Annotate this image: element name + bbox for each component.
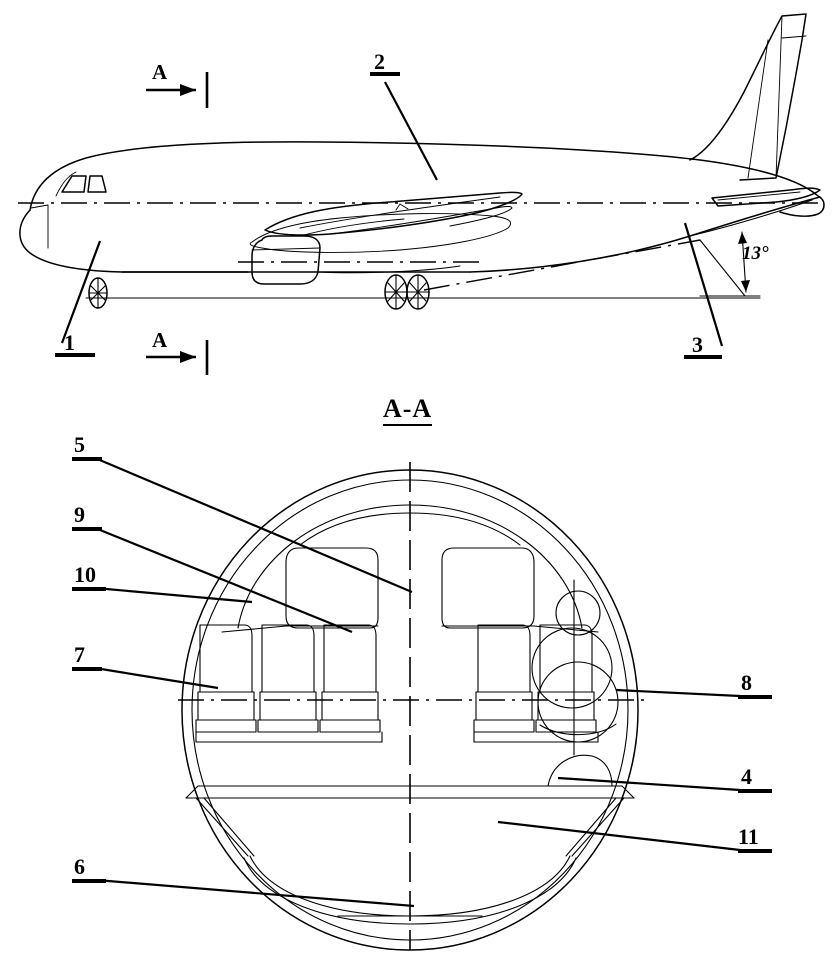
callout-label-10: 10 xyxy=(74,562,96,587)
side-view-group xyxy=(18,13,825,375)
callout-label-3: 3 xyxy=(692,332,703,357)
fin-front-spar xyxy=(747,39,769,179)
cargo-strut-left-b xyxy=(203,797,255,857)
fuselage-inner-frame xyxy=(191,479,629,941)
cargo-strut-left xyxy=(195,797,249,857)
windshield-frame xyxy=(55,171,77,197)
leader-line-6 xyxy=(95,878,415,908)
nacelle-pylon-lower xyxy=(317,265,461,274)
seat-back-left-2 xyxy=(261,624,315,693)
nose-landing-gear xyxy=(88,277,108,309)
seat-base-right-2 xyxy=(535,719,597,733)
wing-spar-line xyxy=(299,196,501,229)
manikin-hip xyxy=(537,661,619,743)
fin-tip-detail xyxy=(781,35,807,39)
cargo-hold-outer-shell xyxy=(243,857,577,925)
tail-clearance-line xyxy=(423,239,701,291)
nose-radome-tip xyxy=(30,204,49,209)
section-marker-a-bottom: A xyxy=(152,328,168,352)
leader-line-8 xyxy=(615,688,741,698)
section-view-group xyxy=(72,456,772,951)
seat-base-right-1 xyxy=(473,719,535,733)
leader-line-3 xyxy=(683,222,724,347)
seat-group-left xyxy=(195,624,383,743)
callout-label-1: 1 xyxy=(64,330,75,355)
seat-base-left-3 xyxy=(319,719,381,733)
callout-label-5: 5 xyxy=(74,432,85,457)
horizontal-stabilizer-hinge xyxy=(717,191,801,201)
cockpit-window-1 xyxy=(61,175,87,193)
seat-back-left-3 xyxy=(323,624,377,693)
manikin-torso xyxy=(531,627,613,709)
section-view-title: A-A xyxy=(383,396,433,426)
fuselage-upper-contour xyxy=(29,141,819,211)
wing-planform xyxy=(264,191,523,236)
callout-label-4: 4 xyxy=(741,764,752,789)
under-floor-stowage-arc xyxy=(547,754,613,787)
floor-edge-right xyxy=(621,785,635,799)
manikin-head xyxy=(555,590,601,636)
seat-cushion-right-1 xyxy=(475,691,533,721)
section-marker-a-top: A xyxy=(152,60,168,84)
fuselage-outer-skin xyxy=(181,469,639,951)
cabin-ceiling-panel xyxy=(299,512,521,546)
section-arrow-top xyxy=(146,72,209,108)
fuselage-nose-lower-contour xyxy=(19,209,249,273)
seat-group-right xyxy=(473,624,599,743)
seat-back-left-1 xyxy=(199,624,253,693)
main-landing-gear xyxy=(384,274,430,310)
callout-label-9: 9 xyxy=(74,502,85,527)
seat-back-right-2 xyxy=(539,624,593,693)
callout-label-2: 2 xyxy=(374,49,385,74)
section-arrow-bottom xyxy=(146,340,209,375)
engine-nacelle xyxy=(251,235,321,285)
angle-construction-line-b xyxy=(689,199,813,237)
tail-cone xyxy=(779,195,825,217)
callout-label-7: 7 xyxy=(74,642,85,667)
leader-line-10 xyxy=(94,586,253,604)
angle-annotation-label: 13° xyxy=(742,243,769,264)
manikin-legs xyxy=(539,723,617,736)
seat-cushion-left-3 xyxy=(321,691,379,721)
vertical-stabilizer xyxy=(689,13,807,181)
seat-base-left-1 xyxy=(195,719,257,733)
nacelle-inlet-lip xyxy=(251,247,321,251)
cargo-strut-right xyxy=(571,797,625,857)
fin-rudder-hinge-line xyxy=(775,15,783,179)
fuselage-aft-upsweep xyxy=(469,196,821,273)
leader-line-4 xyxy=(557,776,741,792)
wing-flap-outline xyxy=(249,213,512,253)
sidewall-panel-left xyxy=(221,625,287,633)
horizontal-stabilizer xyxy=(711,187,821,207)
engine-pylon xyxy=(299,218,405,237)
cockpit-window-2 xyxy=(87,175,107,193)
overhead-bin-right xyxy=(441,547,535,629)
wing-fence xyxy=(395,203,409,211)
cargo-strut-right-b xyxy=(565,797,617,857)
floor-edge-left xyxy=(185,785,199,799)
callout-label-6: 6 xyxy=(74,854,85,879)
angle-arrow-head-bottom xyxy=(741,280,750,292)
leader-line-11 xyxy=(497,820,741,852)
callout-label-8: 8 xyxy=(741,670,752,695)
leader-line-5 xyxy=(94,456,413,594)
seat-back-right-1 xyxy=(477,624,531,693)
leader-line-7 xyxy=(94,666,219,690)
seat-cushion-left-2 xyxy=(259,691,317,721)
leader-line-2 xyxy=(384,81,438,181)
angle-arrow-head-top xyxy=(738,232,747,244)
leader-line-1 xyxy=(60,240,102,344)
callout-label-11: 11 xyxy=(738,824,759,849)
cabin-ceiling-arc xyxy=(237,504,583,629)
seat-cushion-left-1 xyxy=(197,691,255,721)
angle-construction-line-a xyxy=(699,239,746,297)
overhead-bin-left xyxy=(285,547,379,629)
leader-line-9 xyxy=(94,526,353,634)
seat-base-left-2 xyxy=(257,719,319,733)
passenger-manikin xyxy=(531,579,619,756)
